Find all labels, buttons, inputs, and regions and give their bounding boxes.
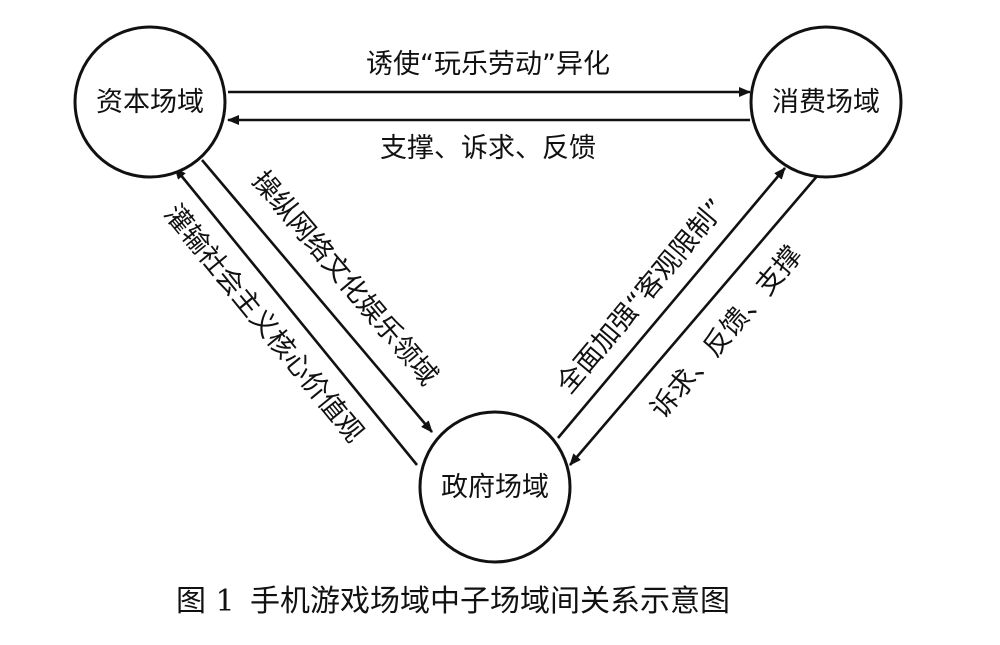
node-capital-field: 资本场域 (73, 25, 227, 179)
node-consumer-field: 消费场域 (749, 25, 903, 179)
arrow-government-to-consumer (557, 167, 786, 439)
arrow-capital-to-government (201, 159, 433, 433)
figure-number: 图 1 (176, 584, 235, 619)
node-government-label: 政府场域 (441, 472, 549, 503)
node-consumer-label: 消费场域 (772, 87, 880, 118)
node-government-field: 政府场域 (418, 410, 572, 564)
arrow-consumer-to-government (569, 174, 819, 466)
arrow-government-to-capital (173, 167, 419, 466)
node-capital-label: 资本场域 (96, 87, 204, 118)
label-capital-to-consumer: 诱使“玩乐劳动”异化 (366, 49, 610, 80)
label-consumer-to-capital: 支撑、诉求、反馈 (380, 133, 596, 164)
label-government-to-capital: 灌输社会主义核心价值观 (158, 199, 370, 449)
figure-title: 手机游戏场域中子场域间关系示意图 (250, 584, 730, 619)
